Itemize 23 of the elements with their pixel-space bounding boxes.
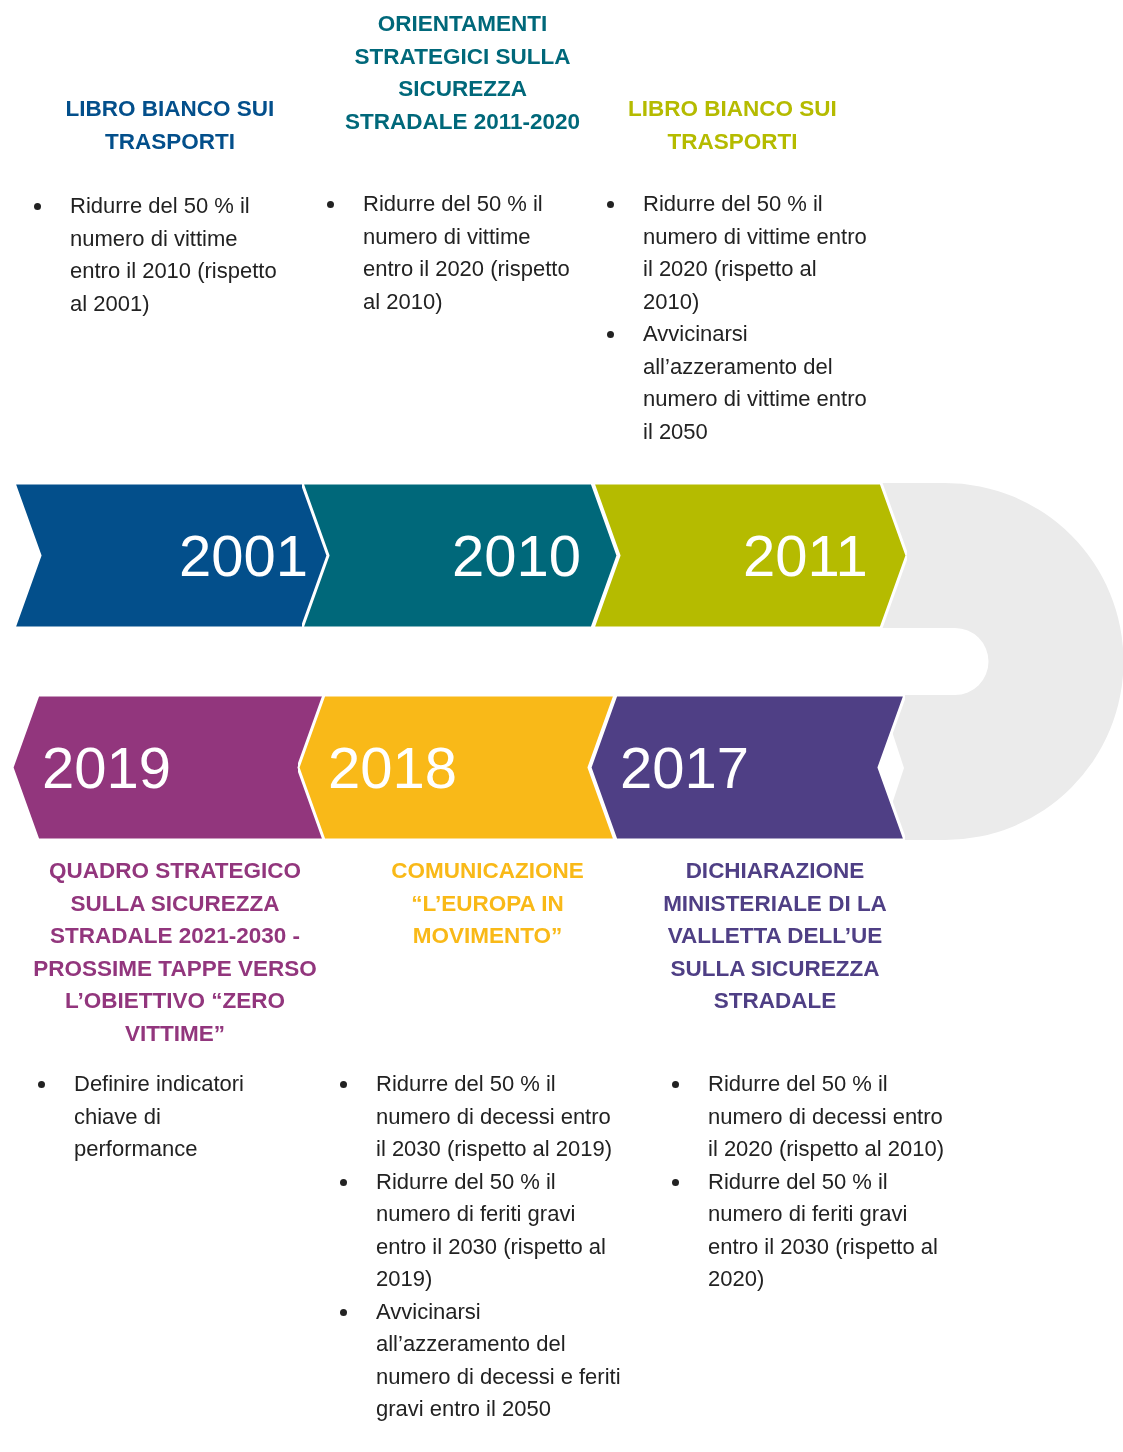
bullet-text: Ridurre del 50 % il numero di decessi entro il 2030 (rispetto al 2019) xyxy=(376,1070,614,1163)
milestone-heading: DICHIARAZIONE MINISTERIALE DI LA VALLETTA DELL’UE SULLA SICUREZZA STRADALE xyxy=(662,857,888,1015)
bullet-text: Avvicinarsi all’azzeramento del numero di vittime entro il 2050 xyxy=(643,320,868,446)
milestone-heading: LIBRO BIANCO SUI TRASPORTI xyxy=(64,95,276,156)
year-label: 2010 xyxy=(452,525,582,586)
milestone-heading: QUADRO STRATEGICO SULLA SICUREZZA STRADALE 2021-2030 - PROSSIME TAPPE VERSO L’OBIETTIVO “ZERO VITTIME” xyxy=(32,857,318,1048)
bullet-text: Ridurre del 50 % il numero di feriti gravi entro il 2030 (rispetto al 2020) xyxy=(708,1167,939,1293)
year-label: 2018 xyxy=(328,737,458,798)
milestone-heading: COMUNICAZIONE “L’EUROPA IN MOVIMENTO” xyxy=(390,857,585,950)
year-label: 2017 xyxy=(620,737,750,798)
bullet-text: Ridurre del 50 % il numero di decessi entro il 2020 (rispetto al 2010) xyxy=(708,1070,946,1163)
bullet-text: Ridurre del 50 % il numero di vittime entro il 2010 (rispetto al 2001) xyxy=(70,192,278,318)
bullet-text: Ridurre del 50 % il numero di vittime entro il 2020 (rispetto al 2010) xyxy=(363,190,570,316)
bullet-text: Avvicinarsi all’azzeramento del numero di decessi e feriti gravi entro il 2050 xyxy=(376,1297,622,1423)
milestone-heading: LIBRO BIANCO SUI TRASPORTI xyxy=(627,95,838,156)
bullet-text: Definire indicatori chiave di performance xyxy=(74,1070,245,1163)
timeline-turn xyxy=(880,483,1123,840)
year-label: 2011 xyxy=(743,525,868,586)
year-label: 2019 xyxy=(42,737,172,798)
milestone-heading: ORIENTAMENTI STRATEGICI SULLA SICUREZZA STRADALE 2011-2020 xyxy=(343,10,582,136)
bullet-text: Ridurre del 50 % il numero di feriti gravi entro il 2030 (rispetto al 2019) xyxy=(376,1167,607,1293)
bullet-text: Ridurre del 50 % il numero di vittime entro il 2020 (rispetto al 2010) xyxy=(643,190,868,316)
year-label: 2001 xyxy=(179,525,309,586)
